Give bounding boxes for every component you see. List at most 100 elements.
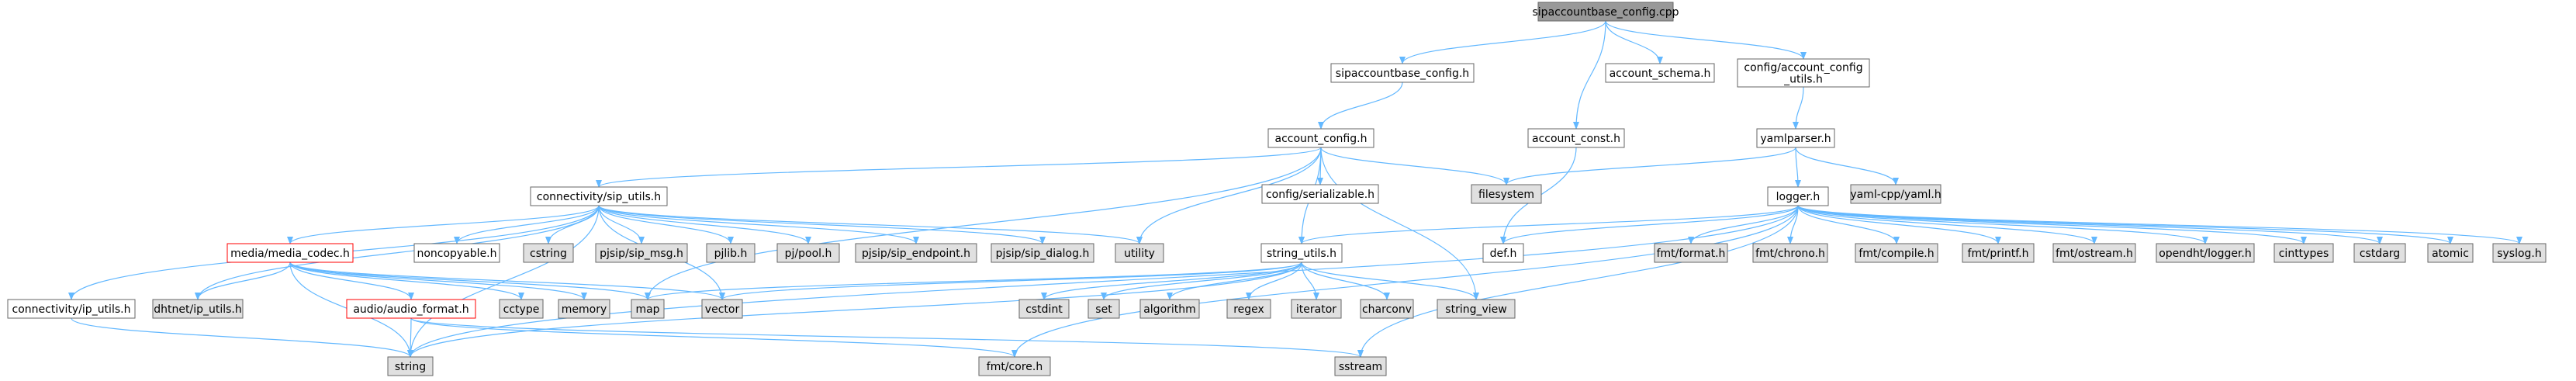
node-label: config/account_config [1744,62,1862,74]
edge-root-to-acu [1605,20,1807,60]
edge-logger-to-fcomp [1797,205,1900,244]
node-sipdlg: pjsip/sip_dialog.h [991,243,1094,263]
node-box [1855,243,1938,263]
edge-ipu-to-string [71,317,413,358]
node-label: vector [705,303,740,316]
edge-logger-to-sstream [1357,205,1799,358]
node-label: cstdint [1025,303,1063,316]
node-box [530,186,668,206]
node-box [1360,299,1414,319]
node-box [2353,243,2406,263]
edge-logger-to-odlogger [1797,205,2208,244]
node-label: cstring [530,248,567,260]
node-box [631,299,665,319]
edge-sabh-to-acch [1318,81,1403,130]
node-aconst[interactable]: account_const.h [1527,128,1625,148]
edge-logger-to-cstdarg [1797,205,2383,244]
node-regex: regex [1226,299,1271,319]
node-pjpool: pj/pool.h [776,243,840,263]
node-box [1527,128,1625,148]
edge-root-to-aconst [1573,20,1606,130]
edge-logger-to-su [1298,205,1799,244]
node-charconv: charconv [1360,299,1414,319]
node-label: map [635,303,659,316]
node-label: string [395,361,426,373]
node-ipu[interactable]: connectivity/ip_utils.h [7,299,136,319]
node-fs: filesystem [1471,184,1542,204]
node-cstdarg: cstdarg [2353,243,2406,263]
edge-su-to-iterator [1301,262,1319,300]
edge-yamlp-to-fs [1503,147,1796,185]
node-defh[interactable]: def.h [1482,243,1524,263]
node-label: opendht/logger.h [2159,248,2252,260]
node-box [706,243,756,263]
node-box [1605,63,1715,83]
node-sipu[interactable]: connectivity/sip_utils.h [530,186,668,206]
node-box [1018,299,1070,319]
edge-logger-to-fprintf [1797,205,2001,244]
edge-acch-to-map [645,147,1322,300]
node-box [1737,58,1870,88]
node-label: charconv [1362,303,1412,316]
node-box [991,243,1094,263]
node-label: string_view [1445,303,1506,316]
node-label: connectivity/ip_utils.h [12,303,131,316]
node-label: yamlparser.h [1760,133,1831,145]
edge-aaf-to-fcore [410,317,1018,358]
node-schema[interactable]: account_schema.h [1605,63,1715,83]
node-aaf[interactable]: audio/audio_format.h [346,299,476,319]
node-box [2427,243,2474,263]
node-box [1139,299,1200,319]
node-label: pjlib.h [714,248,748,260]
node-label: logger.h [1776,191,1820,203]
node-label: sipaccountbase_config.h [1336,68,1469,80]
node-box [1756,128,1835,148]
node-dhtip: dhtnet/ip_utils.h [152,299,244,319]
edge-su-to-regex [1246,262,1302,300]
node-set: set [1087,299,1120,319]
node-label: filesystem [1478,189,1534,201]
node-label: cinttypes [2279,248,2329,260]
node-acu[interactable]: config/account_config_utils.h [1737,58,1870,88]
node-box [1471,184,1542,204]
node-yamlp[interactable]: yamlparser.h [1756,128,1835,148]
node-label: fmt/format.h [1657,248,1726,260]
edge-su-to-sview [1301,262,1479,300]
node-label: def.h [1490,248,1517,260]
node-algorithm: algorithm [1139,299,1200,319]
node-label: cstdarg [2360,248,2400,260]
node-mcodec[interactable]: media/media_codec.h [226,243,354,263]
node-cser[interactable]: config/serializable.h [1261,184,1379,204]
node-box [2273,243,2334,263]
node-fcomp: fmt/compile.h [1855,243,1938,263]
node-logger[interactable]: logger.h [1767,186,1829,206]
node-label: set [1095,303,1112,316]
node-root[interactable]: sipaccountbase_config.cpp [1533,2,1679,22]
node-syslog: syslog.h [2492,243,2547,263]
node-fchrono: fmt/chrono.h [1752,243,1828,263]
node-su[interactable]: string_utils.h [1260,243,1343,263]
node-box [7,299,136,319]
edge-sipu-to-sipep [598,205,919,244]
node-acch[interactable]: account_config.h [1267,128,1374,148]
node-box [2492,243,2547,263]
edge-su-to-set [1101,262,1302,300]
edge-yamlp-to-yamlcpp [1795,147,1899,185]
edge-root-to-schema [1605,20,1663,64]
node-noncopy[interactable]: noncopyable.h [413,243,500,263]
node-sabh[interactable]: sipaccountbase_config.h [1330,63,1475,83]
node-box [1260,243,1343,263]
node-string: string [387,356,434,376]
node-label: connectivity/sip_utils.h [537,191,661,203]
edges [68,20,2522,358]
node-label: syslog.h [2497,248,2542,260]
node-cstring: cstring [523,243,574,263]
node-sipmsg: pjsip/sip_msg.h [595,243,688,263]
node-label: fmt/printf.h [1968,248,2029,260]
edge-su-to-cstdint [1041,262,1302,300]
edge-su-to-charconv [1301,262,1390,300]
node-label: account_config.h [1275,133,1368,145]
node-fostream: fmt/ostream.h [2052,243,2136,263]
edge-logger-to-syslog [1797,205,2522,244]
